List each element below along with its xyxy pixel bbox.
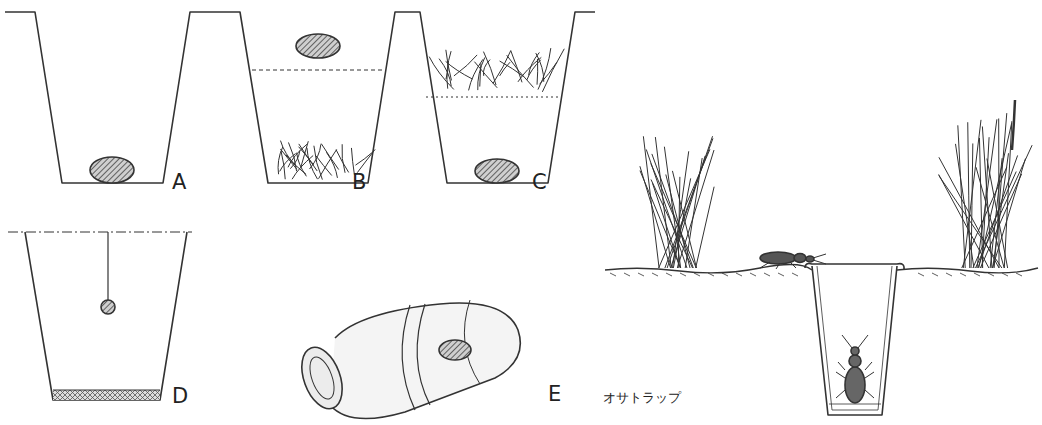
trapped-beetle	[836, 335, 874, 403]
ground-beetle	[760, 252, 826, 269]
figure-letter: D	[172, 386, 188, 407]
bottle-trap	[294, 300, 520, 419]
figure-letter: A	[172, 172, 186, 193]
cup-b	[215, 12, 400, 183]
figure-letter: E	[548, 384, 561, 405]
cup-c	[400, 12, 595, 183]
bait	[296, 34, 340, 58]
trap-name: オサトラップ	[603, 391, 681, 404]
grass-clump	[939, 100, 1032, 268]
cup-a	[5, 12, 215, 183]
figure-letter: C	[532, 172, 547, 193]
cup-d	[25, 232, 187, 400]
bait	[101, 300, 115, 314]
trap-cup	[812, 266, 897, 415]
bait	[475, 159, 519, 183]
grass-clump	[640, 136, 714, 268]
figure-letter: B	[352, 172, 366, 193]
grass-litter	[429, 48, 564, 92]
bait	[90, 157, 134, 183]
